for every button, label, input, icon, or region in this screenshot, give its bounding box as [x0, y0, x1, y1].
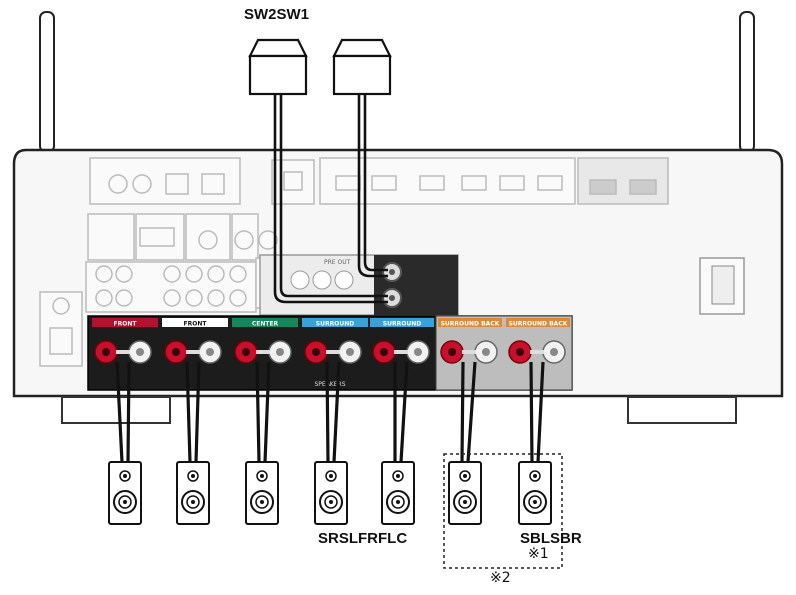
terminal-header-center: CENTER [232, 318, 298, 328]
speaker [518, 361, 552, 525]
terminal-pair [440, 340, 498, 364]
note-1-mark: ※1 [528, 546, 549, 562]
speaker [381, 361, 415, 525]
note-2-mark: ※2 [490, 570, 511, 586]
terminal-header-surround-back-left: SURROUND BACK [438, 318, 502, 328]
subwoofer [248, 38, 388, 304]
terminal-headers: FRONT FRONT CENTER SURROUND SURROUND SURROUND… [92, 318, 570, 388]
left-foot [61, 396, 171, 424]
terminal-header-front-right: FRONT [162, 318, 228, 328]
speaker [448, 361, 482, 525]
back-speaker-labels: SBLSBR [520, 530, 582, 547]
speaker [176, 361, 210, 525]
subwoofer-labels: SW2SW1 [244, 6, 310, 23]
svg-text:FRONT: FRONT [184, 321, 208, 328]
terminal-header-surround-back-right: SURROUND BACK [506, 318, 570, 328]
terminal-header-surround-right: SURROUND [370, 318, 434, 328]
speaker [108, 361, 142, 525]
svg-text:SURROUND BACK: SURROUND BACK [441, 321, 500, 328]
pre-out-panel: PRE OUT [259, 254, 459, 316]
terminal-pair [164, 340, 222, 364]
subwoofers [248, 38, 392, 304]
speakers-caption: SPEAKERS [314, 381, 345, 388]
top-connector-row [89, 157, 669, 205]
svg-text:SURROUND: SURROUND [316, 321, 354, 328]
terminal-pair [94, 340, 152, 364]
svg-text:CENTER: CENTER [252, 321, 279, 328]
subwoofer [332, 38, 392, 278]
pre-out-caption: PRE OUT [324, 259, 351, 266]
speaker [245, 361, 279, 525]
front-speaker-labels: SRSLFRFLC [318, 530, 408, 547]
terminal-header-surround-left: SURROUND [302, 318, 368, 328]
terminal-pair [304, 340, 362, 364]
terminal-pair [234, 340, 292, 364]
terminal-pair [508, 340, 566, 364]
terminal-posts [94, 340, 566, 364]
terminal-pair [372, 340, 430, 364]
speaker [314, 361, 348, 525]
surround-back-dashed-outer [443, 453, 563, 569]
power-inlet [699, 257, 745, 315]
speakers [108, 361, 552, 525]
terminal-header-front-left: FRONT [92, 318, 158, 328]
svg-text:FRONT: FRONT [114, 321, 138, 328]
svg-text:SURROUND BACK: SURROUND BACK [509, 321, 568, 328]
right-foot [627, 396, 737, 424]
svg-text:SURROUND: SURROUND [383, 321, 421, 328]
